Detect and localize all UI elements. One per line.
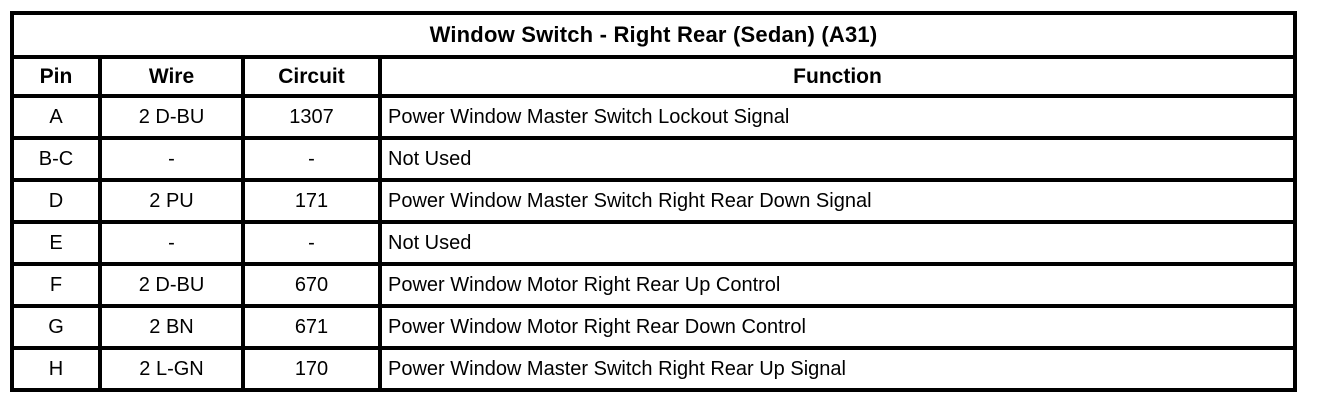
cell-pin: E (10, 220, 102, 266)
cell-pin: H (10, 346, 102, 392)
cell-circuit: 671 (241, 304, 382, 350)
cell-function: Power Window Master Switch Right Rear Up… (378, 346, 1297, 392)
cell-function: Power Window Master Switch Right Rear Do… (378, 178, 1297, 224)
cell-wire: 2 L-GN (98, 346, 245, 392)
column-header-circuit: Circuit (241, 55, 382, 98)
cell-function: Power Window Master Switch Lockout Signa… (378, 94, 1297, 140)
column-header-function: Function (378, 55, 1297, 98)
cell-pin: B-C (10, 136, 102, 182)
column-header-wire: Wire (98, 55, 245, 98)
cell-wire: - (98, 220, 245, 266)
cell-wire: 2 BN (98, 304, 245, 350)
table-row: D 2 PU 171 Power Window Master Switch Ri… (10, 178, 1297, 224)
cell-circuit: 1307 (241, 94, 382, 140)
cell-circuit: 171 (241, 178, 382, 224)
cell-function: Power Window Motor Right Rear Up Control (378, 262, 1297, 308)
table-row: H 2 L-GN 170 Power Window Master Switch … (10, 346, 1297, 392)
column-header-pin: Pin (10, 55, 102, 98)
title-row: Window Switch - Right Rear (Sedan) (A31) (10, 11, 1297, 59)
table-row: B-C - - Not Used (10, 136, 1297, 182)
cell-circuit: 170 (241, 346, 382, 392)
cell-wire: 2 D-BU (98, 94, 245, 140)
cell-function: Power Window Motor Right Rear Down Contr… (378, 304, 1297, 350)
cell-pin: G (10, 304, 102, 350)
cell-function: Not Used (378, 136, 1297, 182)
table-title: Window Switch - Right Rear (Sedan) (A31) (10, 11, 1297, 59)
cell-circuit: 670 (241, 262, 382, 308)
cell-pin: A (10, 94, 102, 140)
cell-circuit: - (241, 220, 382, 266)
cell-wire: 2 D-BU (98, 262, 245, 308)
cell-wire: - (98, 136, 245, 182)
table-row: G 2 BN 671 Power Window Motor Right Rear… (10, 304, 1297, 350)
cell-pin: F (10, 262, 102, 308)
cell-circuit: - (241, 136, 382, 182)
header-row: Pin Wire Circuit Function (10, 55, 1297, 98)
cell-wire: 2 PU (98, 178, 245, 224)
cell-function: Not Used (378, 220, 1297, 266)
cell-pin: D (10, 178, 102, 224)
table-row: F 2 D-BU 670 Power Window Motor Right Re… (10, 262, 1297, 308)
pinout-table: Window Switch - Right Rear (Sedan) (A31)… (10, 11, 1297, 392)
table-row: E - - Not Used (10, 220, 1297, 266)
table-row: A 2 D-BU 1307 Power Window Master Switch… (10, 94, 1297, 140)
